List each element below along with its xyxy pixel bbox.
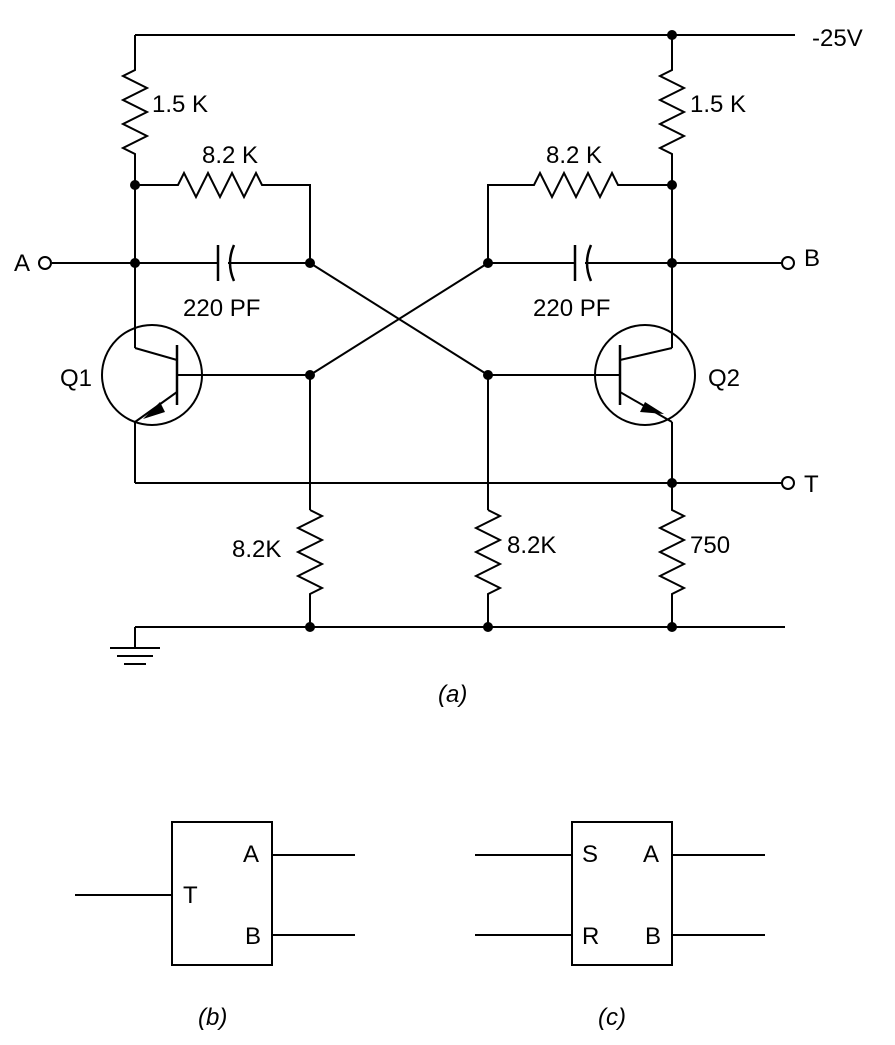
label-terminal-a: A <box>14 250 30 277</box>
label-c-output-a: A <box>643 841 659 868</box>
label-r-load-left: 1.5 K <box>152 91 208 118</box>
emitter-arrow-q1 <box>143 402 165 419</box>
terminal-t-icon <box>781 476 795 490</box>
label-r-cross-left: 8.2 K <box>202 142 258 169</box>
label-c-output-b: B <box>645 923 661 950</box>
label-q2: Q2 <box>708 365 740 392</box>
junction-dots <box>130 30 677 632</box>
resistor-cross-right <box>487 170 672 262</box>
label-c-input-r: R <box>582 923 599 950</box>
emitter-arrow-q2 <box>640 402 664 414</box>
wire-cross-2 <box>309 262 489 376</box>
terminal-a-icon <box>38 256 52 270</box>
transistor-q2 <box>488 324 696 440</box>
label-c-right: 220 PF <box>533 295 610 322</box>
label-r-load-right: 1.5 K <box>690 91 746 118</box>
label-terminal-b: B <box>804 245 820 272</box>
label-r-bottom-mid: 8.2K <box>507 532 556 559</box>
label-b-output-a: A <box>243 841 259 868</box>
label-b-input-t: T <box>183 882 198 909</box>
resistor-bottom-mid <box>473 509 503 627</box>
supply-label: -25V <box>812 25 863 52</box>
label-terminal-t: T <box>804 471 819 498</box>
label-r-cross-right: 8.2 K <box>546 142 602 169</box>
caption-a: (a) <box>438 681 467 708</box>
terminal-b-icon <box>781 256 795 270</box>
label-c-input-s: S <box>582 841 598 868</box>
label-r-bottom-right: 750 <box>690 532 730 559</box>
block-c-box <box>571 821 673 966</box>
resistor-bottom-right <box>657 483 687 627</box>
ground-icon <box>110 627 160 665</box>
resistor-cross-left <box>135 170 311 262</box>
block-b-box <box>171 821 273 966</box>
block-b: T A B (b) <box>75 821 355 1031</box>
resistor-load-left <box>120 35 150 185</box>
caption-b: (b) <box>198 1004 227 1031</box>
block-c: S R A B (c) <box>475 821 765 1031</box>
label-c-left: 220 PF <box>183 295 260 322</box>
label-b-output-b: B <box>245 923 261 950</box>
caption-c: (c) <box>598 1004 626 1031</box>
label-q1: Q1 <box>60 365 92 392</box>
circuit-a: -25V 1.5 K 1.5 K 8.2 K 8.2 K 220 PF 220 … <box>14 25 863 708</box>
resistor-bottom-left <box>295 509 325 627</box>
resistor-load-right <box>657 35 687 185</box>
label-r-bottom-left: 8.2K <box>232 536 281 563</box>
transistor-q1 <box>101 324 310 440</box>
